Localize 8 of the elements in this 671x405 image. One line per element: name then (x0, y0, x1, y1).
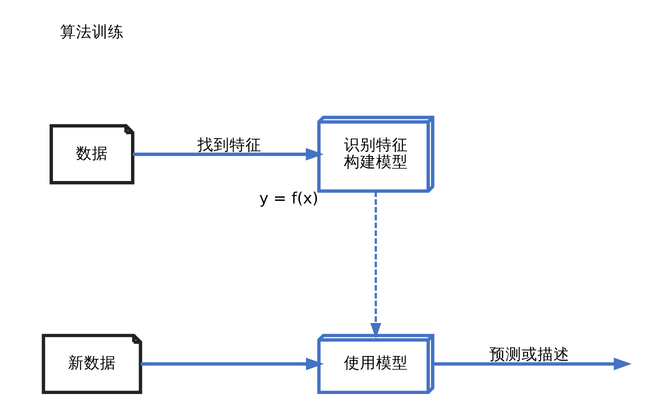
edge-label: 找到特征 (198, 136, 262, 154)
node-label: y = f(x) (259, 190, 318, 208)
arrow (370, 191, 382, 339)
arrow (140, 358, 324, 370)
edge-label: 预测或描述 (490, 346, 570, 364)
arrow (432, 358, 632, 370)
label: 算法训练 (60, 22, 124, 41)
arrow (132, 148, 324, 161)
